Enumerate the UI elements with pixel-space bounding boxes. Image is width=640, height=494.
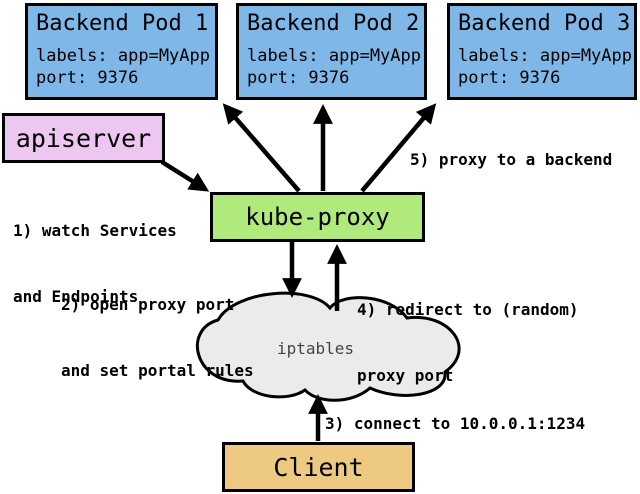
step-4-line-1: 4) redirect to (random) [357, 300, 579, 319]
client-label: Client [273, 452, 364, 482]
backend-pod-2-labels: labels: app=MyApp [247, 46, 421, 66]
step-2-line-1: 2) open proxy port [61, 295, 235, 314]
backend-pod-2-port: port: 9376 [247, 68, 350, 88]
backend-pod-1-port: port: 9376 [36, 68, 139, 88]
backend-pod-1-labels: labels: app=MyApp [36, 46, 210, 66]
backend-pod-3-box: Backend Pod 3 labels: app=MyApp port: 93… [447, 3, 637, 100]
client-box: Client [222, 442, 415, 492]
step-2-label: 2) open proxy port and set portal rules [61, 250, 254, 426]
step-1-line-1: 1) watch Services [13, 221, 177, 240]
arrow-apiserver-to-kube-proxy [160, 160, 210, 192]
kube-proxy-label: kube-proxy [245, 203, 390, 231]
backend-pod-2-box: Backend Pod 2 labels: app=MyApp port: 93… [236, 3, 427, 100]
backend-pod-1-box: Backend Pod 1 labels: app=MyApp port: 93… [25, 3, 218, 100]
step-2-line-2: and set portal rules [61, 361, 254, 380]
step-4-label: 4) redirect to (random) proxy port [357, 255, 579, 431]
step-4-line-2: proxy port [357, 366, 454, 385]
apiserver-box: apiserver [2, 113, 165, 163]
step-5-label: 5) proxy to a backend [410, 150, 613, 169]
arrow-kube-proxy-to-pod-1 [222, 103, 301, 193]
step-1-label: 1) watch Services and Endpoints [13, 176, 177, 352]
iptables-label: iptables [277, 339, 355, 358]
apiserver-label: apiserver [15, 123, 152, 153]
backend-pod-2-title: Backend Pod 2 [247, 11, 420, 36]
backend-pod-3-port: port: 9376 [458, 68, 561, 88]
backend-pod-3-title: Backend Pod 3 [458, 11, 631, 36]
backend-pod-1-title: Backend Pod 1 [36, 11, 209, 36]
iptables-cloud [196, 291, 461, 402]
arrow-kube-proxy-to-pod-3 [360, 103, 437, 193]
step-3-label: 3) connect to 10.0.0.1:1234 [325, 414, 586, 433]
backend-pod-3-labels: labels: app=MyApp [458, 46, 632, 66]
step-1-line-2: and Endpoints [13, 287, 139, 306]
kube-proxy-box: kube-proxy [210, 192, 425, 242]
